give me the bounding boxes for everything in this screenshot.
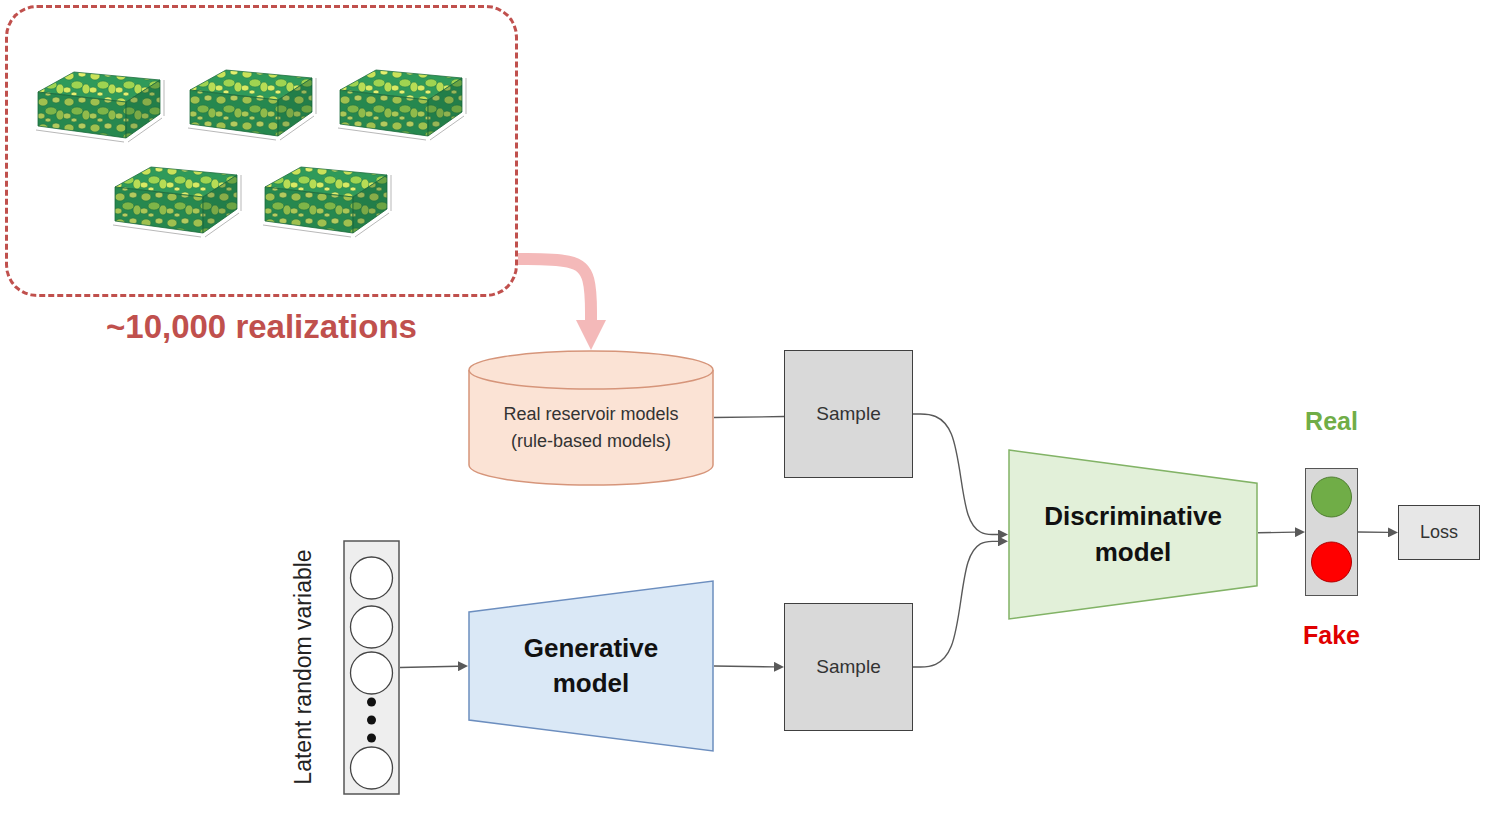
realization-cubes bbox=[36, 70, 466, 237]
sample-box: Sample bbox=[784, 350, 913, 478]
dataset-label: ~10,000 realizations bbox=[8, 308, 515, 346]
generator-trapezoid: Generative model bbox=[468, 580, 714, 752]
green-lamp bbox=[1312, 477, 1352, 517]
traffic-light: RealFake bbox=[1305, 468, 1358, 596]
connector bbox=[714, 416, 784, 418]
dataset-group: ~10,000 realizations bbox=[5, 5, 518, 297]
database-label: Real reservoir models (rule-based models… bbox=[481, 401, 701, 455]
generator-trapezoid-outline bbox=[468, 580, 714, 752]
loss-box: Loss bbox=[1398, 505, 1480, 560]
red-lamp bbox=[1312, 542, 1352, 582]
cylinder-top bbox=[469, 351, 713, 389]
latent-unit bbox=[351, 557, 393, 599]
sample-label: Sample bbox=[816, 656, 880, 678]
connector bbox=[913, 414, 998, 535]
ellipsis-dot bbox=[367, 734, 376, 743]
connector bbox=[913, 541, 998, 667]
ellipsis-dot bbox=[367, 698, 376, 707]
ellipsis-dot bbox=[367, 716, 376, 725]
realization-cube bbox=[263, 167, 391, 237]
vector-frame bbox=[344, 541, 399, 794]
database-cylinder: Real reservoir models (rule-based models… bbox=[468, 350, 714, 485]
traffic-light-outline bbox=[1306, 469, 1357, 595]
discriminator-trapezoid: Discriminative model bbox=[1008, 449, 1258, 620]
realization-cube bbox=[188, 70, 316, 140]
loss-label: Loss bbox=[1420, 522, 1458, 543]
latent-vector: Latent random variable bbox=[343, 540, 400, 795]
discriminator-trapezoid-outline bbox=[1008, 449, 1258, 620]
trapezoid-outline bbox=[1009, 450, 1257, 619]
realization-cube bbox=[338, 70, 466, 140]
connector bbox=[400, 666, 458, 667]
flow-arrow bbox=[518, 259, 591, 320]
realization-cube bbox=[113, 167, 241, 237]
latent-unit bbox=[351, 747, 393, 789]
generator-label: Generative model bbox=[511, 631, 671, 701]
fake-label: Fake bbox=[1303, 621, 1360, 650]
latent-unit bbox=[351, 606, 393, 648]
latent-unit bbox=[351, 652, 393, 694]
trapezoid-outline bbox=[469, 581, 713, 751]
connector bbox=[1258, 531, 1295, 533]
realization-cube bbox=[36, 72, 164, 142]
discriminator-label: Discriminative model bbox=[1038, 499, 1228, 569]
connector bbox=[714, 665, 774, 667]
sample-label: Sample bbox=[816, 403, 880, 425]
real-label: Real bbox=[1305, 407, 1358, 436]
latent-vector-outline bbox=[343, 540, 400, 795]
sample-box: Sample bbox=[784, 603, 913, 731]
connector bbox=[1358, 531, 1388, 533]
latent-label: Latent random variable bbox=[290, 549, 317, 784]
